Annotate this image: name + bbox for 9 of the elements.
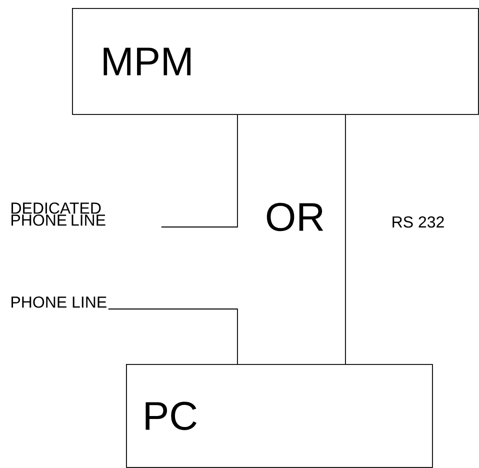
line-label: DEDICATED PHONE LINE: [12, 202, 106, 226]
device-box: PC: [126, 364, 433, 468]
text-label: RS 232: [392, 216, 444, 228]
connecting-line: [345, 114, 346, 364]
connecting-line: [160, 114, 238, 228]
connecting-line: [108, 308, 238, 364]
text-label: OR: [266, 202, 324, 232]
line-label: PHONE LINE: [12, 296, 106, 308]
device-box: MPM: [72, 8, 479, 115]
